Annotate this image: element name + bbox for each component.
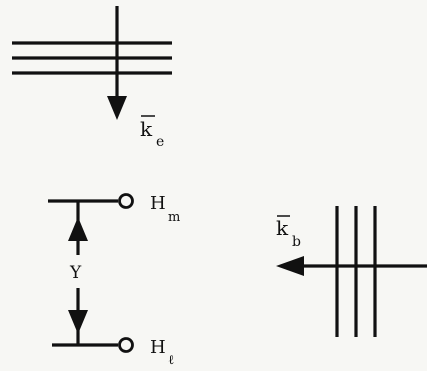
incident-label-sub: e bbox=[156, 134, 164, 150]
incident-wave-vector-label: k e bbox=[140, 115, 164, 150]
bottom-terminal-label: H ℓ bbox=[150, 337, 174, 368]
top-terminal-label: H m bbox=[150, 193, 180, 225]
top-terminal-main: H bbox=[150, 193, 166, 214]
incident-wave: k e bbox=[12, 6, 172, 150]
top-terminal-sub: m bbox=[168, 210, 180, 225]
incident-label-main: k bbox=[140, 117, 153, 141]
reflected-label-sub: b bbox=[292, 234, 301, 250]
admittance-element: H m Y H ℓ bbox=[48, 193, 180, 368]
reflected-label-main: k bbox=[276, 216, 289, 240]
reflected-wave-vector-label: k b bbox=[276, 215, 301, 250]
admittance-label: Y bbox=[69, 263, 82, 283]
top-arrow-head bbox=[68, 217, 88, 241]
reflected-wave: k b bbox=[276, 206, 427, 337]
bottom-arrow-head bbox=[68, 310, 88, 334]
bottom-terminal-node bbox=[118, 337, 134, 353]
incident-arrow-head bbox=[107, 96, 127, 120]
bottom-terminal-sub: ℓ bbox=[168, 353, 174, 368]
reflected-arrow-head bbox=[276, 256, 304, 276]
top-terminal-node bbox=[118, 193, 134, 209]
bottom-terminal-main: H bbox=[150, 337, 166, 358]
